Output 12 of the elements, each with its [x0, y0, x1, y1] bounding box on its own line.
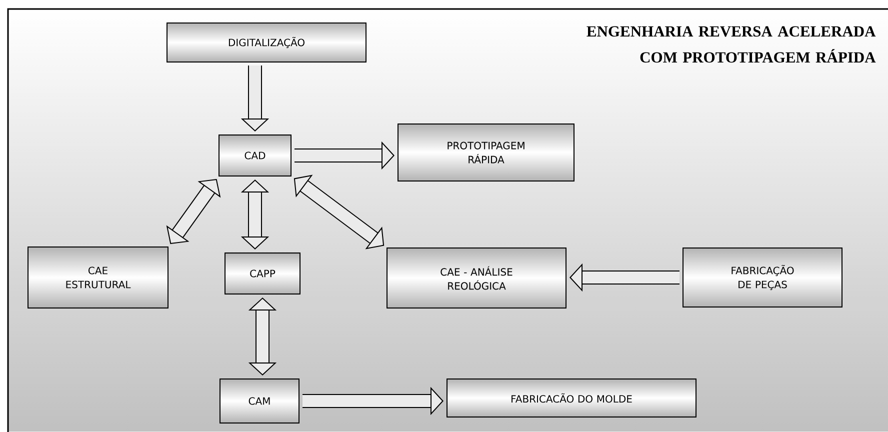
process-box: PROTOTIPAGEM RÁPIDA [398, 124, 574, 182]
process-box: CAD [218, 134, 292, 176]
process-box: FABRICACÃO DO MOLDE [446, 378, 696, 418]
process-box: FABRICAÇÃO DE PEÇAS [682, 248, 842, 308]
process-box: CAE ESTRUTURAL [28, 246, 168, 308]
process-box: CAPP [224, 252, 300, 294]
block-arrow [248, 298, 277, 376]
process-box: DIGITALIZAÇÃO [166, 22, 366, 62]
process-box: CAM [220, 378, 300, 424]
block-arrow [240, 180, 270, 250]
title: ENGENHARIA REVERSA ACELERADA COM PROTOTIPAGEM RÁPIDA [586, 26, 876, 63]
process-box: CAE - ANÁLISE REOLÓGICA [386, 248, 566, 308]
